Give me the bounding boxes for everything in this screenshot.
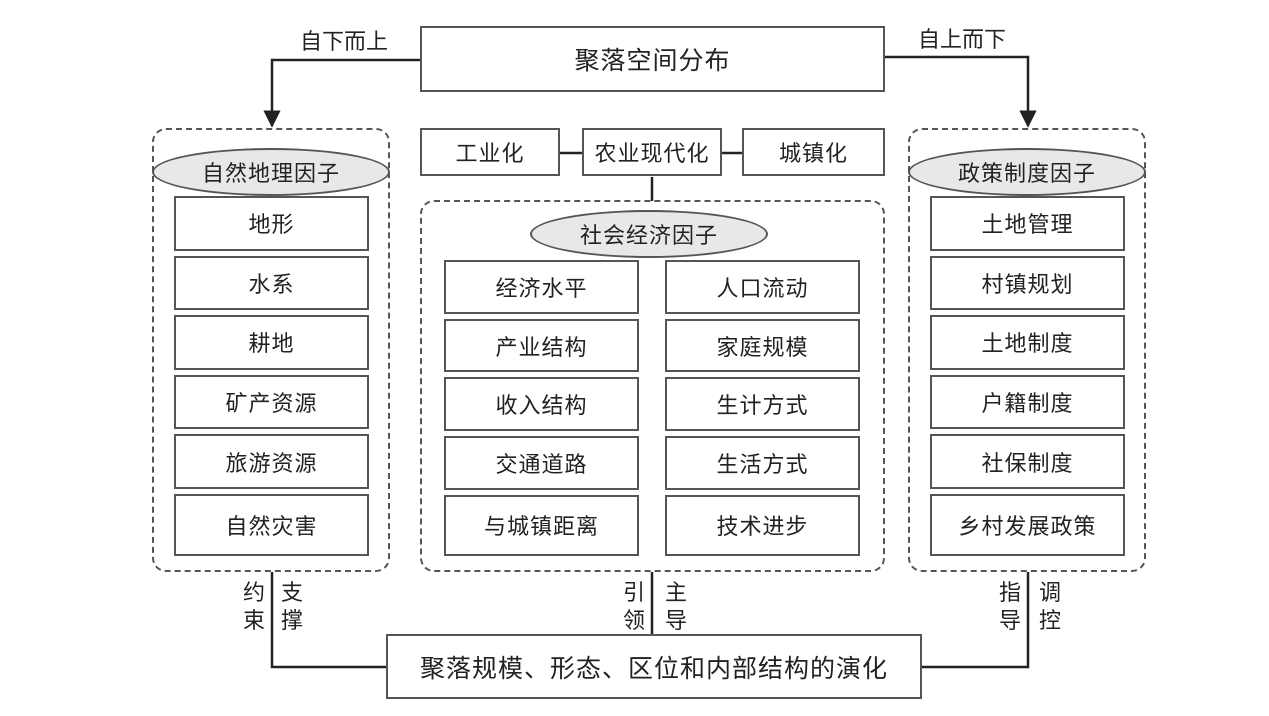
dominate-label: 主导 — [664, 581, 687, 634]
socio-economic-group — [420, 200, 885, 572]
bottom-up-label: 自下而上 — [300, 30, 389, 55]
natural-item: 耕地 — [174, 315, 369, 370]
socio-item: 产业结构 — [444, 318, 639, 373]
policy-factor-list: 土地管理 村镇规划 土地制度 户籍制度 社保制度 乡村发展政策 — [930, 196, 1125, 556]
constraint-label: 约束 — [242, 581, 265, 634]
socio-item: 家庭规模 — [665, 318, 860, 373]
top-down-label: 自上而下 — [918, 28, 1007, 53]
socio-item: 交通道路 — [444, 436, 639, 490]
settlement-distribution-box: 聚落空间分布 — [420, 26, 885, 92]
direct-label: 指导 — [998, 581, 1021, 634]
regulate-label: 调控 — [1038, 581, 1061, 634]
policy-factor-group — [908, 128, 1146, 572]
policy-factor-title: 政策制度因子 — [908, 148, 1146, 196]
policy-item: 户籍制度 — [930, 374, 1125, 430]
natural-item: 自然灾害 — [174, 493, 369, 556]
natural-item: 水系 — [174, 255, 369, 311]
natural-item: 旅游资源 — [174, 434, 369, 489]
socio-economic-title: 社会经济因子 — [530, 210, 768, 258]
policy-item: 土地管理 — [930, 196, 1125, 251]
policy-item: 土地制度 — [930, 315, 1125, 370]
natural-factor-group — [152, 128, 390, 572]
policy-item: 乡村发展政策 — [930, 493, 1125, 556]
support-label: 支撑 — [280, 581, 303, 634]
natural-item: 地形 — [174, 196, 369, 251]
socio-item: 与城镇距离 — [444, 494, 639, 556]
industrialization-box: 工业化 — [420, 128, 560, 176]
socio-item: 收入结构 — [444, 377, 639, 432]
arrow-bottom-up — [263, 58, 420, 128]
socio-item: 生活方式 — [665, 436, 860, 490]
arrow-top-down — [885, 55, 1037, 128]
socio-item: 生计方式 — [665, 377, 860, 432]
socio-item: 技术进步 — [665, 494, 860, 556]
natural-item: 矿产资源 — [174, 374, 369, 430]
policy-item: 村镇规划 — [930, 255, 1125, 311]
guide-lead-label: 引领 — [622, 581, 645, 634]
socio-right-list: 人口流动 家庭规模 生计方式 生活方式 技术进步 — [665, 260, 860, 556]
policy-item: 社保制度 — [930, 434, 1125, 489]
socio-item: 人口流动 — [665, 260, 860, 314]
natural-factor-title: 自然地理因子 — [152, 148, 390, 196]
socio-left-list: 经济水平 产业结构 收入结构 交通道路 与城镇距离 — [444, 260, 639, 556]
agricultural-modernization-box: 农业现代化 — [582, 128, 722, 176]
socio-item: 经济水平 — [444, 260, 639, 314]
natural-factor-list: 地形 水系 耕地 矿产资源 旅游资源 自然灾害 — [174, 196, 369, 556]
urbanization-box: 城镇化 — [742, 128, 885, 176]
settlement-evolution-box: 聚落规模、形态、区位和内部结构的演化 — [386, 634, 922, 699]
